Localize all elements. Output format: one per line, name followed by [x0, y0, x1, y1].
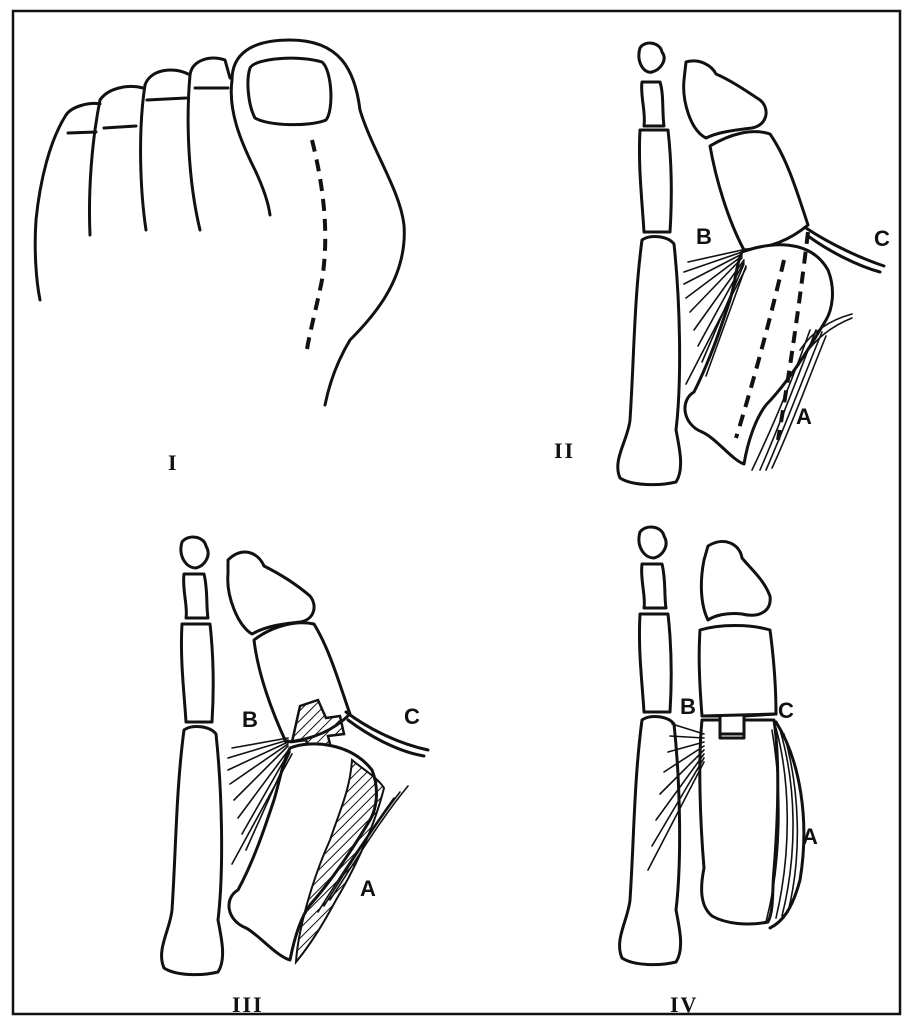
panel-4-numeral: IV: [670, 992, 698, 1017]
incision-line: [306, 140, 325, 355]
panel-3-label-a: A: [360, 876, 376, 901]
panel-4-label-c: C: [778, 698, 794, 723]
panel-1-numeral: I: [168, 450, 179, 475]
panel-2-label-c: C: [874, 226, 890, 251]
panel-4-bones: B C A IV: [620, 527, 818, 1017]
panel-3-bones: B C A III: [162, 537, 428, 1017]
panel-2-label-a: A: [796, 404, 812, 429]
panel-2-label-b: B: [696, 224, 712, 249]
panel-1-foot: I: [35, 40, 404, 475]
panel-3-label-b: B: [242, 707, 258, 732]
panel-3-numeral: III: [232, 992, 264, 1017]
panel-4-label-a: A: [802, 824, 818, 849]
panel-4-label-b: B: [680, 694, 696, 719]
panel-2-numeral: II: [554, 438, 575, 463]
panel-2-bones: B C A II: [554, 43, 890, 485]
panel-3-label-c: C: [404, 704, 420, 729]
